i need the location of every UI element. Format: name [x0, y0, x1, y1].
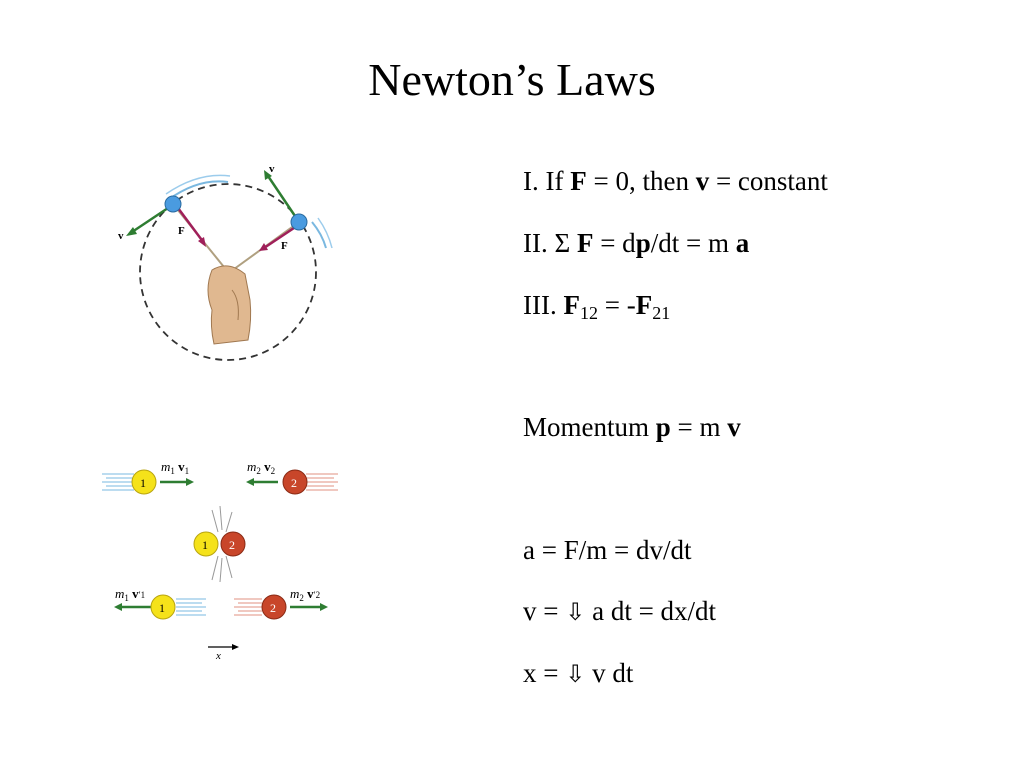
motion-lines-ball1-after	[176, 598, 206, 616]
motion-arc-left-2	[165, 174, 231, 195]
ball-1	[131, 469, 157, 495]
svg-text:1: 1	[159, 601, 165, 615]
integral-symbol: ⇩	[565, 660, 586, 688]
velocity-arrow-right	[266, 175, 297, 217]
integral-symbol: ⇩	[565, 598, 586, 626]
ball-2-collide	[220, 531, 246, 557]
x-axis-label: x	[215, 650, 221, 662]
velocity-eq: v = ⇩ a dt = dx/dt	[523, 596, 717, 626]
slide-title: Newton’s Laws	[368, 54, 656, 105]
force-arrow-right	[263, 226, 295, 250]
label-v-left: v	[118, 230, 124, 242]
law-1: I. If F = 0, then v = constant	[523, 166, 828, 196]
momentum-eq: Momentum p = m v	[523, 412, 741, 442]
motion-lines-ball1	[102, 473, 134, 491]
motion-lines-ball2-after	[234, 598, 262, 616]
sigma-symbol: Σ	[554, 228, 571, 258]
law-2: II. Σ F = dp/dt = m a	[523, 228, 750, 258]
force-arrow-left	[176, 207, 206, 244]
ball-1-after	[150, 594, 176, 620]
circular-motion-figure: v v F F	[118, 163, 333, 361]
hand-image	[207, 265, 252, 345]
label-F-left: F	[178, 225, 185, 237]
label-m2v2-prime: m2 v′2	[290, 586, 320, 603]
ball-left	[164, 195, 182, 213]
impact-lines	[211, 505, 233, 583]
velocity-arrow-left	[131, 206, 169, 234]
motion-arc-right	[311, 221, 327, 249]
ball-1-label: 1	[140, 476, 146, 490]
svg-text:2: 2	[270, 601, 276, 615]
collision-figure: 1 m1 v1 2 m2 v2 1 2 m1 v′1 1	[102, 459, 338, 662]
ball-1-collide	[193, 531, 219, 557]
law-3: III. F12 = -F21	[523, 290, 671, 323]
label-v-top: v	[269, 163, 275, 175]
ball-2-after	[261, 594, 287, 620]
acceleration-eq: a = F/m = dv/dt	[523, 535, 692, 565]
label-F-right: F	[281, 240, 288, 252]
orbit-path	[139, 183, 317, 361]
ball-2	[282, 469, 308, 495]
label-m1v1-prime: m1 v′1	[115, 586, 145, 603]
ball-right	[290, 213, 308, 231]
motion-arc-right-2	[317, 217, 333, 249]
svg-text:2: 2	[229, 538, 235, 552]
svg-text:1: 1	[202, 538, 208, 552]
label-m2v2: m2 v2	[247, 459, 275, 476]
motion-lines-ball2	[306, 473, 338, 491]
label-m1v1: m1 v1	[161, 459, 189, 476]
position-eq: x = ⇩ v dt	[523, 658, 634, 688]
ball-2-label: 2	[291, 476, 297, 490]
